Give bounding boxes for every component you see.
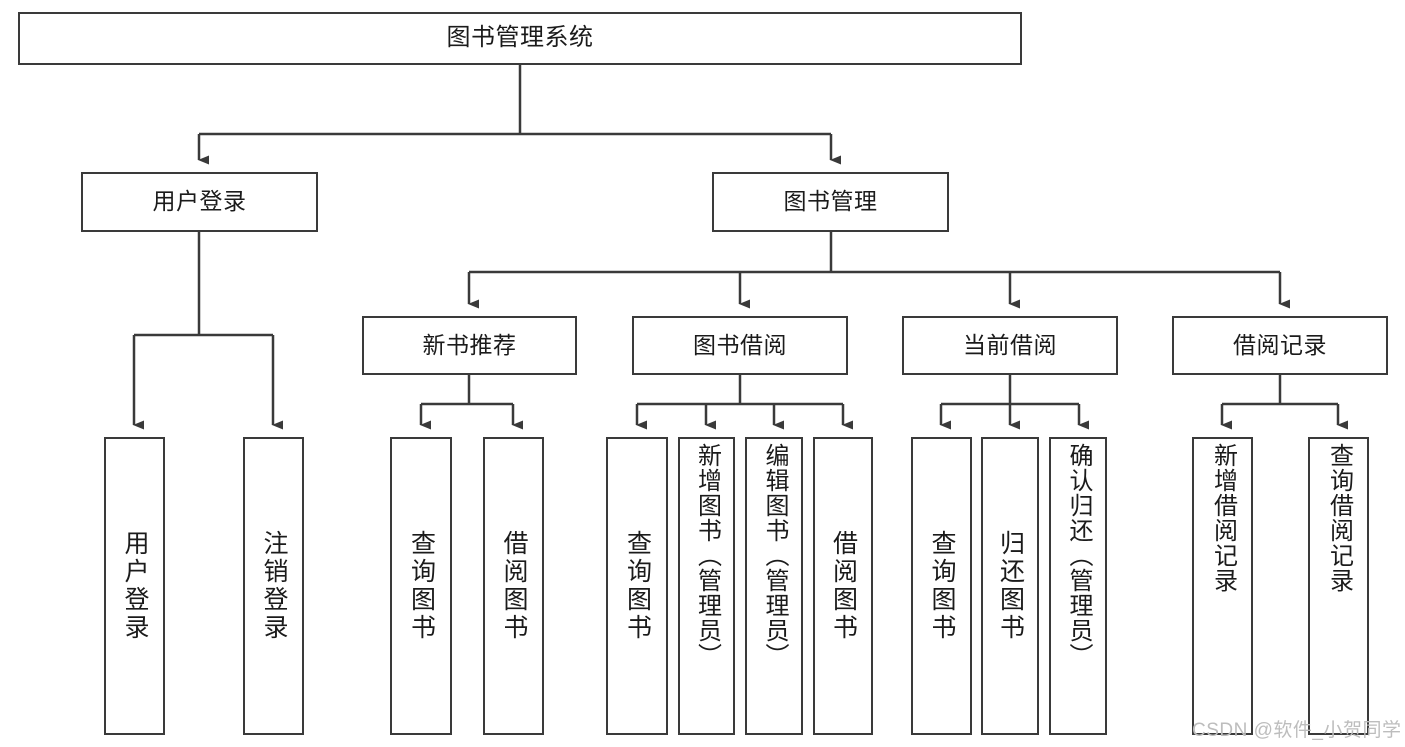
leaf-text-wrap: 查询图书 bbox=[608, 439, 666, 733]
leaf-record-add-borrow-record[interactable]: 新增借阅记录 bbox=[1192, 437, 1253, 735]
node-label: 确认归还（管理员） bbox=[1065, 443, 1092, 668]
node-label: 查询图书 bbox=[407, 530, 436, 642]
node-label: 编辑图书（管理员） bbox=[761, 443, 788, 668]
node-label: 归还图书 bbox=[996, 530, 1025, 642]
leaf-borrow-borrow-book[interactable]: 借阅图书 bbox=[813, 437, 873, 735]
leaf-text-wrap: 确认归还（管理员） bbox=[1051, 439, 1105, 737]
node-label: 新增借阅记录 bbox=[1209, 443, 1237, 593]
leaf-logout-login[interactable]: 注销登录 bbox=[243, 437, 304, 735]
node-user-login[interactable]: 用户登录 bbox=[81, 172, 318, 232]
leaf-borrow-query-book[interactable]: 查询图书 bbox=[606, 437, 668, 735]
node-book-management[interactable]: 图书管理 bbox=[712, 172, 949, 232]
node-label: 借阅记录 bbox=[1233, 331, 1327, 358]
node-label: 当前借阅 bbox=[963, 331, 1057, 358]
leaf-user-login[interactable]: 用户登录 bbox=[104, 437, 165, 735]
node-label: 查询借阅记录 bbox=[1325, 443, 1353, 593]
leaf-text-wrap: 查询借阅记录 bbox=[1310, 439, 1367, 737]
node-label: 查询图书 bbox=[928, 530, 956, 642]
node-label: 新书推荐 bbox=[422, 331, 517, 358]
node-label: 借阅图书 bbox=[500, 530, 528, 642]
leaf-text-wrap: 借阅图书 bbox=[815, 439, 871, 733]
leaf-text-wrap: 查询图书 bbox=[392, 439, 450, 733]
node-label: 图书管理系统 bbox=[446, 24, 594, 52]
node-label: 查询图书 bbox=[623, 530, 652, 642]
leaf-text-wrap: 查询图书 bbox=[913, 439, 970, 733]
leaf-text-wrap: 编辑图书（管理员） bbox=[747, 439, 801, 737]
node-label: 用户登录 bbox=[121, 530, 149, 642]
leaf-current-query-book[interactable]: 查询图书 bbox=[911, 437, 972, 735]
leaf-text-wrap: 归还图书 bbox=[983, 439, 1037, 733]
csdn-watermark: CSDN @软件_小贺同学 bbox=[1192, 720, 1402, 741]
leaf-recommend-borrow-book[interactable]: 借阅图书 bbox=[483, 437, 544, 735]
node-current-borrow[interactable]: 当前借阅 bbox=[902, 316, 1118, 375]
leaf-borrow-edit-book-admin[interactable]: 编辑图书（管理员） bbox=[745, 437, 803, 735]
leaf-borrow-add-book-admin[interactable]: 新增图书（管理员） bbox=[678, 437, 735, 735]
node-label: 用户登录 bbox=[152, 188, 247, 215]
node-label: 借阅图书 bbox=[829, 530, 858, 642]
node-root-system[interactable]: 图书管理系统 bbox=[18, 12, 1022, 65]
leaf-current-return-book[interactable]: 归还图书 bbox=[981, 437, 1039, 735]
leaf-text-wrap: 用户登录 bbox=[106, 439, 163, 733]
node-new-book-recommend[interactable]: 新书推荐 bbox=[362, 316, 577, 375]
leaf-recommend-query-book[interactable]: 查询图书 bbox=[390, 437, 452, 735]
node-label: 新增图书（管理员） bbox=[693, 443, 721, 668]
node-label: 图书借阅 bbox=[693, 331, 787, 358]
leaf-text-wrap: 注销登录 bbox=[245, 439, 302, 733]
node-book-borrow[interactable]: 图书借阅 bbox=[632, 316, 848, 375]
node-label: 注销登录 bbox=[260, 530, 288, 642]
leaf-text-wrap: 新增借阅记录 bbox=[1194, 439, 1251, 737]
node-borrow-record[interactable]: 借阅记录 bbox=[1172, 316, 1388, 375]
leaf-current-confirm-return-admin[interactable]: 确认归还（管理员） bbox=[1049, 437, 1107, 735]
leaf-text-wrap: 新增图书（管理员） bbox=[680, 439, 733, 737]
leaf-text-wrap: 借阅图书 bbox=[485, 439, 542, 733]
node-label: 图书管理 bbox=[783, 188, 878, 215]
leaf-record-query-borrow-record[interactable]: 查询借阅记录 bbox=[1308, 437, 1369, 735]
